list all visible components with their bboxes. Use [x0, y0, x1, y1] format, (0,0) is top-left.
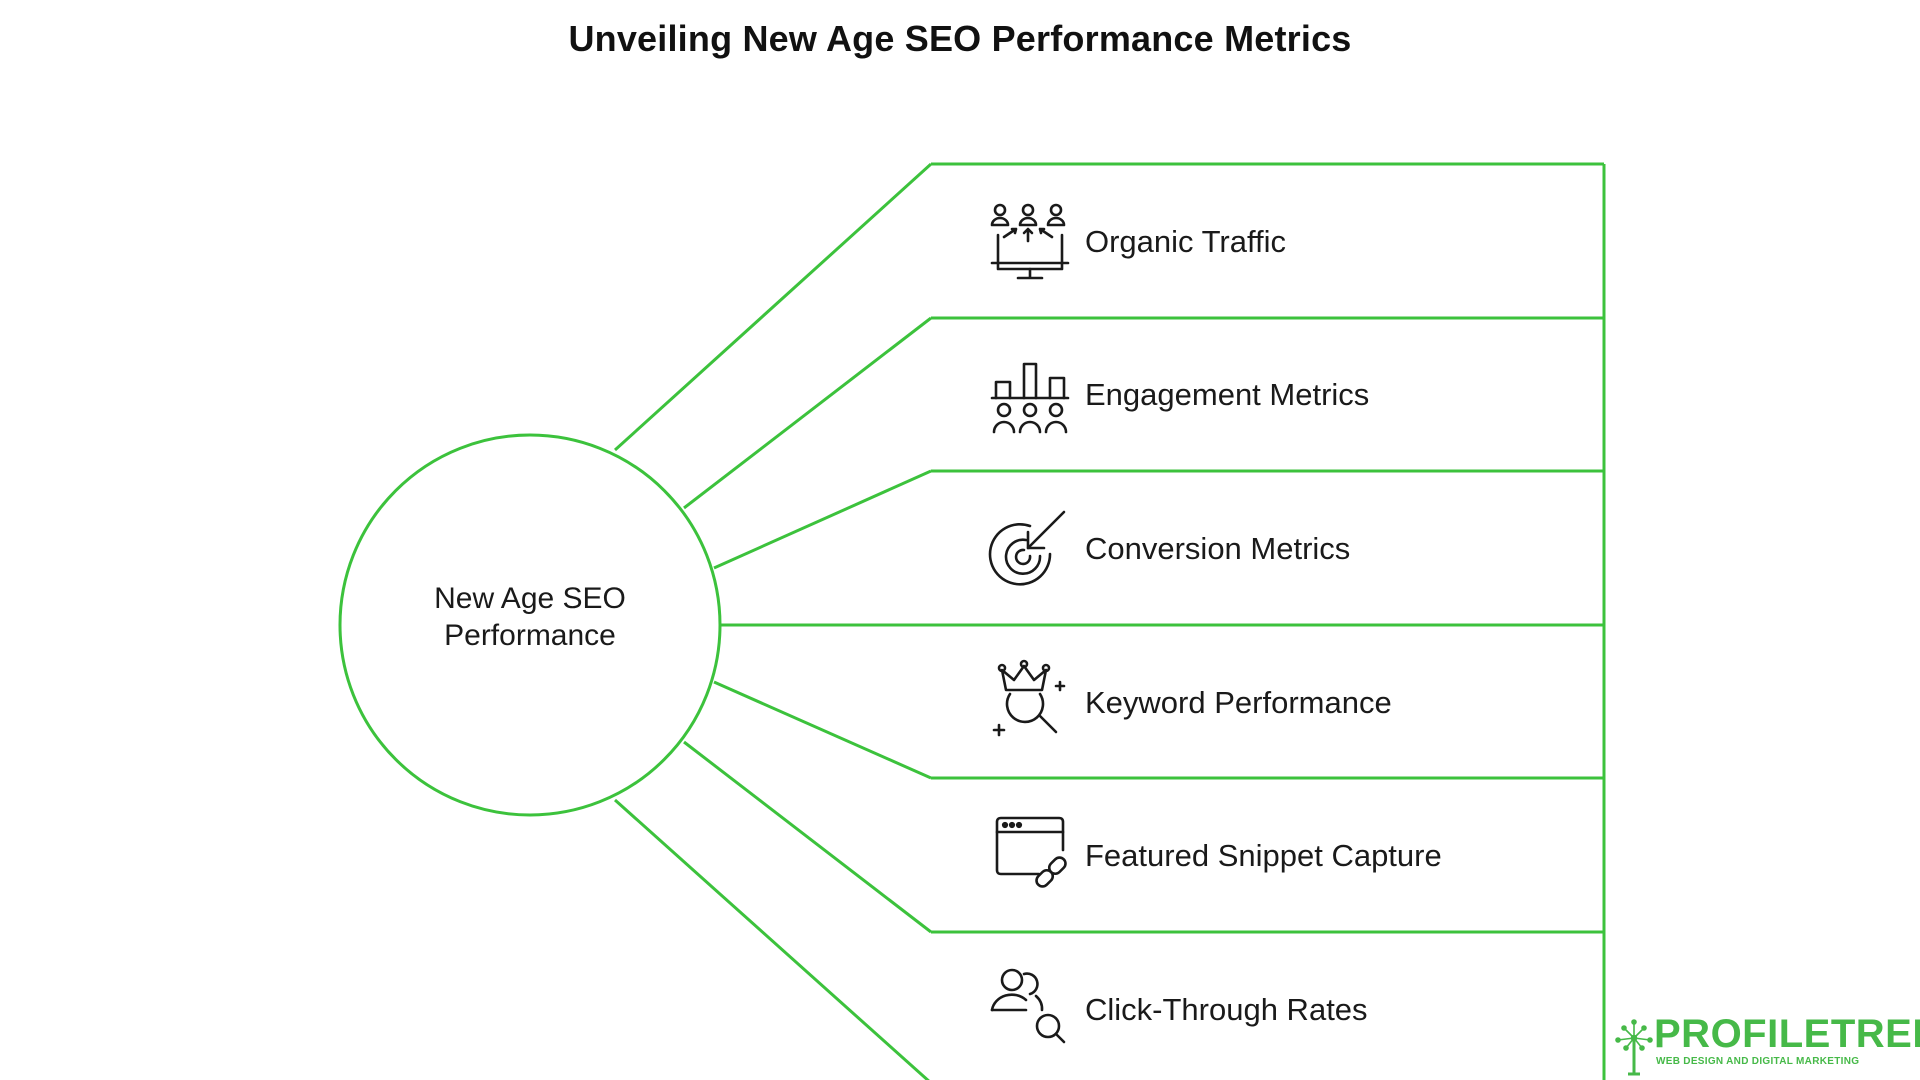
item-label-conversion-metrics: Conversion Metrics: [1085, 531, 1351, 566]
profiletree-tree-icon: [1615, 1019, 1653, 1076]
spoke-3: [713, 469, 932, 570]
diagram-title: Unveiling New Age SEO Performance Metric…: [568, 18, 1352, 59]
center-label-line1: New Age SEO: [434, 582, 626, 615]
organic-traffic-icon: [990, 203, 1070, 280]
center-node: New Age SEO Performance: [340, 580, 720, 654]
spoke-5: [713, 680, 932, 780]
conversion-target-icon: [988, 510, 1066, 586]
spoke-7: [613, 798, 930, 1080]
snippet-window-link-icon: [995, 816, 1067, 888]
item-label-keyword-performance: Keyword Performance: [1085, 685, 1392, 720]
center-label-line2: Performance: [444, 619, 616, 652]
spoke-1: [613, 162, 933, 452]
users-search-icon: [990, 968, 1066, 1044]
logo-wordmark: PROFILETREE: [1654, 1012, 1920, 1056]
item-label-engagement-metrics: Engagement Metrics: [1085, 377, 1370, 412]
profiletree-logo: PROFILETREE WEB DESIGN AND DIGITAL MARKE…: [1600, 1012, 1920, 1074]
engagement-metrics-icon: [990, 362, 1070, 434]
logo-tagline: WEB DESIGN AND DIGITAL MARKETING: [1656, 1056, 1860, 1067]
item-label-click-through: Click-Through Rates: [1085, 992, 1368, 1027]
spoke-2: [683, 316, 932, 510]
item-label-featured-snippet: Featured Snippet Capture: [1085, 838, 1442, 873]
keyword-crown-search-icon: [992, 659, 1066, 737]
spoke-6: [683, 740, 932, 934]
center-circle: [338, 433, 722, 817]
item-label-organic-traffic: Organic Traffic: [1085, 224, 1287, 259]
